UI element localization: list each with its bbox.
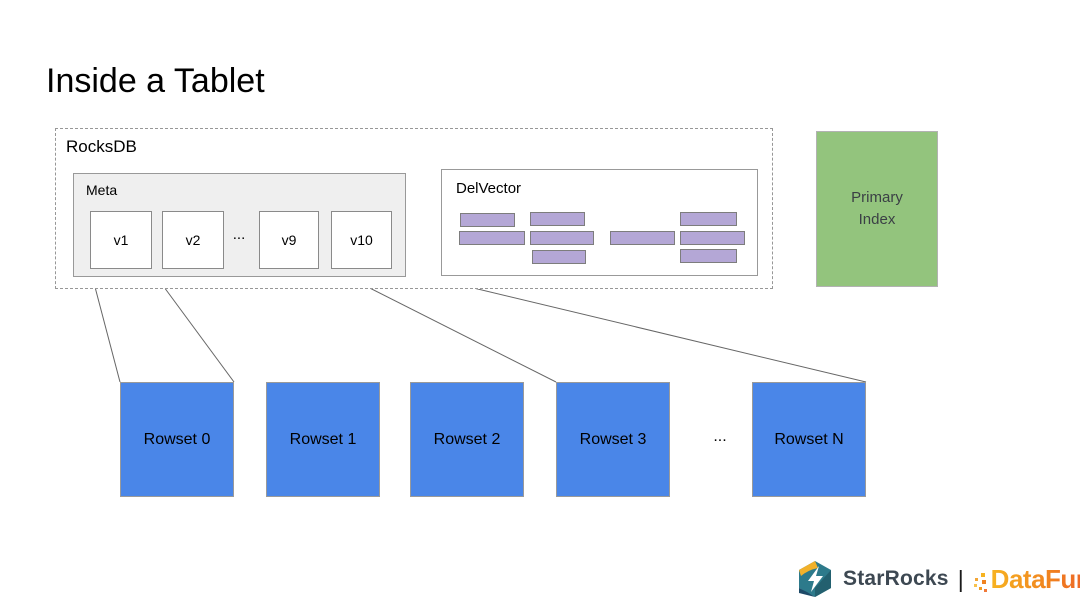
rowset-box-1: Rowset 1 (266, 382, 380, 497)
primary-index-box: Primary Index (816, 131, 938, 287)
rowset-box-0: Rowset 0 (120, 382, 234, 497)
slide-title: Inside a Tablet (46, 62, 265, 100)
rocksdb-box: RocksDB Meta v1 v2 ... v9 v10 DelVector (55, 128, 773, 289)
meta-label: Meta (86, 182, 118, 198)
rowset-box-n: Rowset N (752, 382, 866, 497)
delvector-bar (610, 231, 675, 245)
delvector-bar (680, 249, 737, 263)
delvector-bar (530, 212, 585, 226)
delvector-bar (532, 250, 586, 264)
primary-index-label-line1: Primary (851, 189, 903, 207)
meta-box: Meta v1 v2 ... v9 v10 (73, 173, 406, 277)
meta-version-v9: v9 (259, 211, 319, 269)
starrocks-label: StarRocks (843, 567, 949, 590)
rocksdb-label: RocksDB (66, 137, 137, 156)
delvector-bar (680, 231, 745, 245)
starrocks-logo: StarRocks (795, 559, 949, 599)
meta-version-v10: v10 (331, 211, 392, 269)
delvector-bar (530, 231, 594, 245)
meta-versions-ellipsis: ... (232, 226, 246, 243)
meta-version-v2: v2 (162, 211, 224, 269)
delvector-bar (680, 212, 737, 226)
starrocks-logo-icon (799, 561, 831, 597)
footer-logos: StarRocks | DataFun. (795, 556, 1080, 602)
delvector-bar (459, 231, 525, 245)
delvector-label: DelVector (456, 180, 522, 197)
delvector-box: DelVector (441, 169, 758, 276)
rowset-box-2: Rowset 2 (410, 382, 524, 497)
rowsets-ellipsis: ... (713, 428, 727, 445)
datafun-dots-icon (973, 572, 987, 592)
logo-separator: | (957, 565, 964, 592)
primary-index-label-line2: Index (858, 211, 896, 228)
rowset-box-3: Rowset 3 (556, 382, 670, 497)
delvector-bar (460, 213, 515, 227)
meta-version-v1: v1 (90, 211, 152, 269)
datafun-label: DataFun. (991, 564, 1080, 595)
datafun-logo: DataFun. (973, 564, 1080, 595)
